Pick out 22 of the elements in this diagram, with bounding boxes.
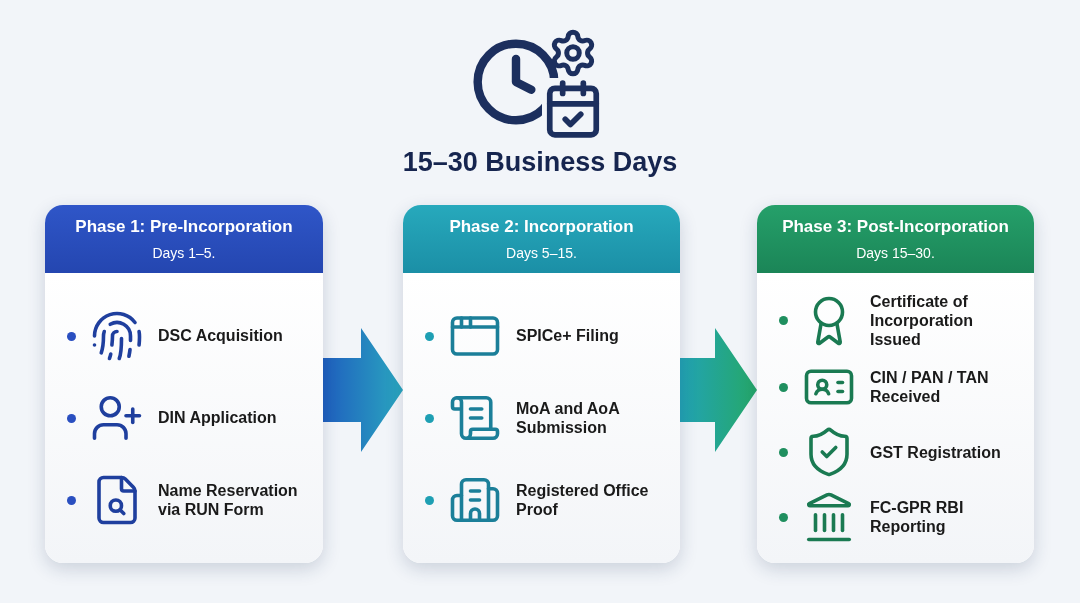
step-label: Certificate of Incorporation Issued [870, 291, 975, 350]
step-label: Name Reservation via RUN Form [158, 480, 299, 520]
phase-card [757, 205, 1034, 563]
phase-card [403, 205, 680, 563]
phase-days: Days 15–30. [856, 243, 935, 265]
phase-days: Days 5–15. [506, 243, 577, 265]
phase-title: Phase 3: Post-Incorporation [782, 215, 1009, 238]
step-label: GST Registration [870, 442, 1001, 462]
block-arrow [680, 328, 757, 452]
title: 15–30 Business Days [402, 146, 678, 179]
step-label: SPICe+ Filing [516, 326, 619, 346]
phase-days: Days 1–5. [152, 243, 216, 265]
step-label: MoA and AoA Submission [516, 398, 621, 438]
step-label: FC-GPR RBI Reporting [870, 497, 965, 537]
phase-title: Phase 1: Pre-Incorporation [75, 215, 293, 238]
step-label: CIN / PAN / TAN Received [870, 368, 990, 407]
block-arrow [323, 328, 403, 452]
phase-card [45, 205, 323, 563]
step-label: DSC Acquisition [158, 326, 283, 346]
step-label: DIN Application [158, 408, 277, 428]
phase-title: Phase 2: Incorporation [449, 215, 634, 238]
step-label: Registered Office Proof [516, 480, 650, 520]
